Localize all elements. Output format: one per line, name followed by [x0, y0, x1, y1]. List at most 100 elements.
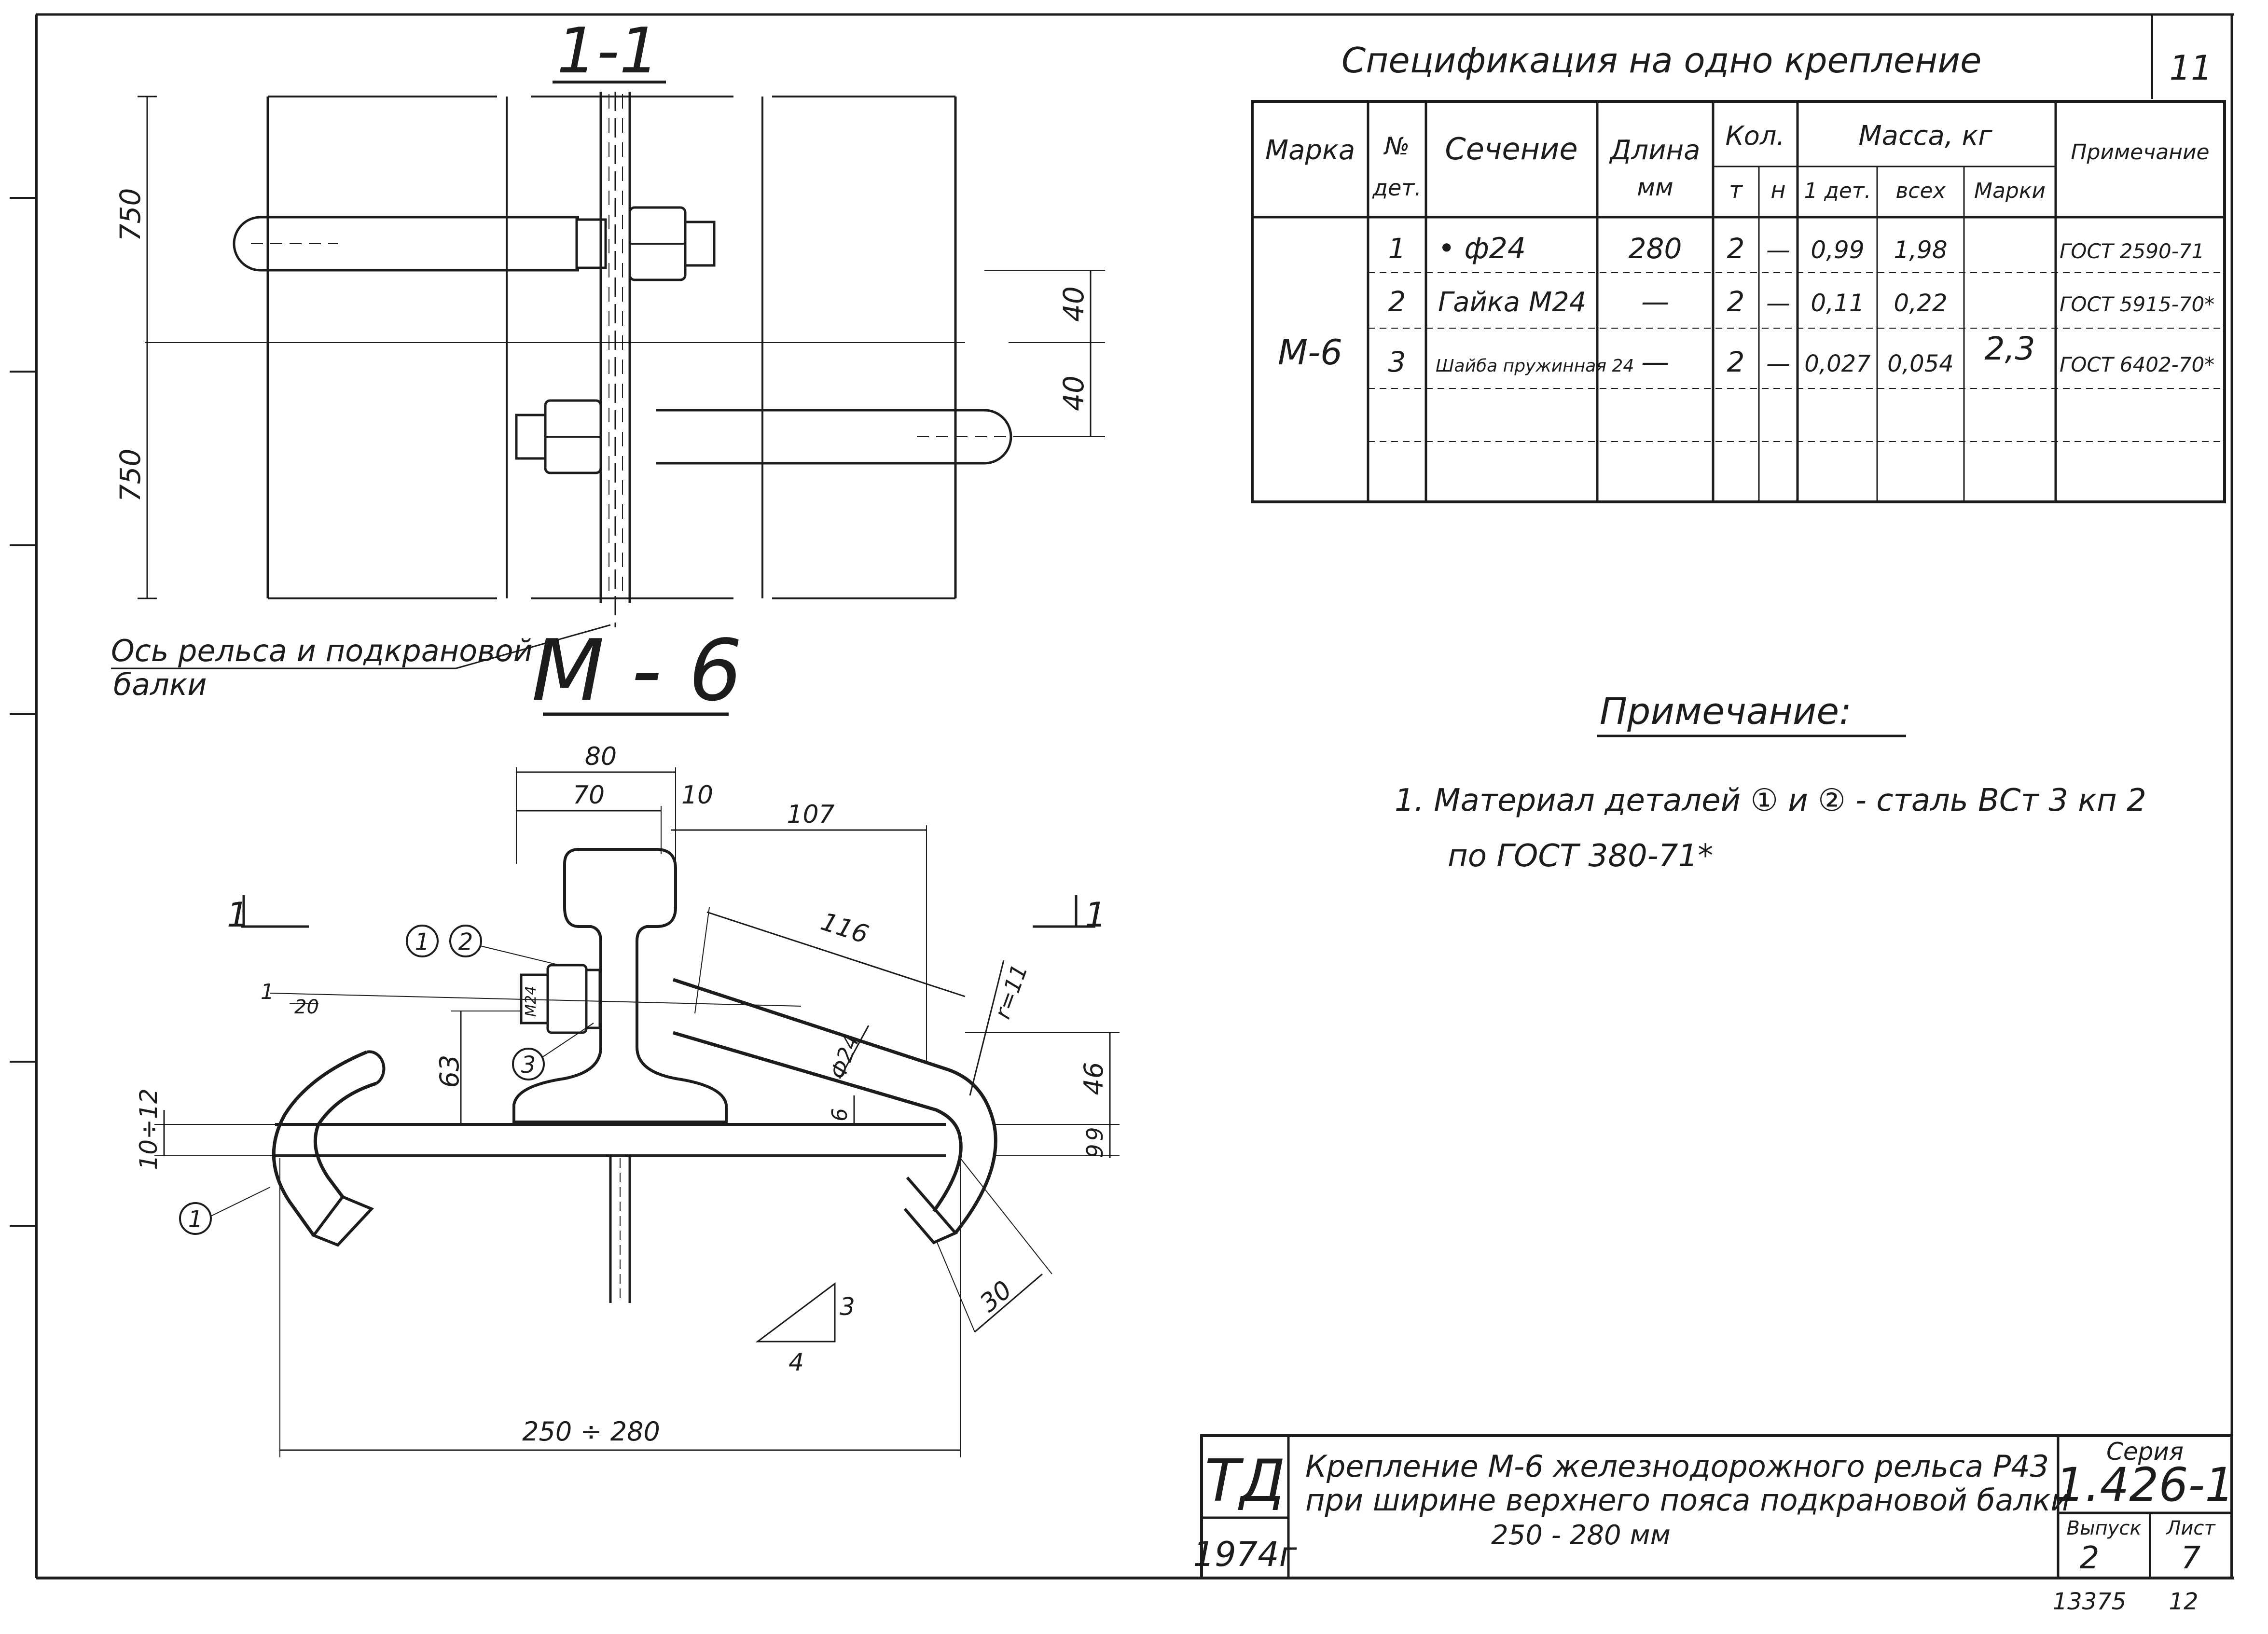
dim-40-bottom: 40: [1057, 375, 1090, 411]
axis-label-line2: балки: [113, 667, 207, 702]
row-2-n: —: [1766, 289, 1790, 317]
dim-phi24: Ф24: [826, 1031, 864, 1082]
marker-1-circle: [406, 925, 439, 957]
marker-3: 3: [521, 1052, 536, 1079]
note-line2: по ГОСТ 380-71*: [1448, 838, 1713, 874]
table-row: 1 • ф24 280 2 — 0,99 1,98 ГОСТ 2590-71: [1388, 232, 2205, 265]
row-3-no: 3: [1388, 346, 1406, 378]
row-3-m1: 0,027: [1804, 350, 1871, 377]
marker-2: 2: [458, 928, 473, 955]
row-2-length: —: [1641, 285, 1669, 318]
stamp-bottom-right: 12: [2169, 1588, 2198, 1615]
row-1-n: —: [1766, 236, 1790, 264]
row-2-note: ГОСТ 5915-70*: [2060, 292, 2214, 316]
hdr-qty: Кол.: [1725, 121, 1784, 151]
section-view-1-1: 1-1: [111, 14, 1105, 702]
hdr-mass-det: 1 дет.: [1804, 179, 1871, 203]
dim-63: 63: [434, 1055, 465, 1088]
row-3-mall: 0,054: [1887, 350, 1953, 377]
sheet-frame: [10, 13, 2234, 1579]
dim-30: 30: [974, 1275, 1017, 1318]
row-2-no: 2: [1388, 285, 1406, 318]
hdr-no-2: дет.: [1372, 175, 1422, 201]
cut-left: 1: [227, 895, 249, 935]
axis-label-line1: Ось рельса и подкрановой: [111, 633, 533, 668]
sheet-label: Лист: [2165, 1517, 2216, 1539]
note-heading: Примечание:: [1600, 690, 1852, 733]
marker-3-circle: [512, 1048, 545, 1080]
org-label: ТД: [1204, 1448, 1285, 1515]
hdr-mass-mark: Марки: [1974, 179, 2046, 203]
dim-9b: 9: [1082, 1144, 1108, 1158]
spec-table: Спецификация на одно крепление Марка № д…: [1251, 40, 2226, 503]
spec-title: Спецификация на одно крепление: [1341, 40, 1981, 81]
row-3-n: —: [1766, 349, 1790, 377]
marker-1b-circle: [179, 1202, 212, 1235]
table-row: 2 Гайка М24 — 2 — 0,11 0,22 ГОСТ 5915-70…: [1388, 285, 2215, 318]
row-2-section: Гайка М24: [1438, 287, 1586, 318]
hdr-length-1: Длина: [1609, 135, 1701, 166]
row-3-t: 2: [1727, 346, 1745, 378]
hdr-marka: Марка: [1265, 135, 1355, 166]
hdr-section: Сечение: [1445, 131, 1577, 166]
issue-label: Выпуск: [2067, 1517, 2142, 1539]
dim-40-top: 40: [1057, 286, 1090, 322]
dim-70: 70: [573, 781, 605, 810]
row-3-length: —: [1641, 346, 1669, 378]
dim-116: 116: [817, 907, 872, 950]
hdr-qty-t: т: [1729, 177, 1743, 204]
hdr-no-1: №: [1383, 132, 1410, 160]
row-1-length: 280: [1629, 232, 1682, 265]
row-3-section: Шайба пружинная 24: [1436, 356, 1634, 376]
spec-mark-mass: 2,3: [1985, 330, 2035, 367]
row-1-no: 1: [1388, 232, 1406, 265]
year-label: 1974г: [1193, 1535, 1298, 1574]
title-line2: при ширине верхнего пояса подкрановой ба…: [1305, 1482, 2070, 1518]
dim-9a: 9: [1082, 1127, 1108, 1141]
series-value: 1.426-1: [2056, 1458, 2235, 1512]
section-title: 1-1: [557, 14, 659, 87]
dim-10: 10: [681, 781, 713, 810]
row-1-t: 2: [1727, 232, 1745, 265]
row-2-mall: 0,22: [1894, 289, 1947, 317]
row-1-section: • ф24: [1438, 232, 1526, 265]
slope-3: 3: [840, 1293, 855, 1321]
cut-right: 1: [1085, 895, 1106, 935]
dim-750-bottom: 750: [114, 449, 147, 502]
dim-6: 6: [828, 1108, 852, 1122]
title-line1: Крепление М-6 железнодорожного рельса Р4…: [1305, 1449, 2049, 1484]
marker-1-lower: 1: [188, 1206, 203, 1233]
marker-2-circle: [449, 925, 482, 957]
marker-1: 1: [415, 928, 430, 955]
note-line1: 1. Материал деталей ① и ② - сталь ВСт 3 …: [1395, 783, 2146, 818]
series-label: Серия: [2106, 1438, 2184, 1466]
slope-4: 4: [788, 1348, 804, 1376]
dim-750-top: 750: [114, 188, 147, 242]
corner-number-text: 11: [2169, 48, 2212, 88]
title-block: ТД 1974г Крепление М-6 железнодорожного …: [1193, 1434, 2235, 1579]
stamp-bottom-left: 13375: [2053, 1588, 2127, 1615]
row-2-t: 2: [1727, 285, 1745, 318]
hdr-note: Примечание: [2071, 140, 2209, 165]
dim-107: 107: [787, 800, 834, 829]
hdr-length-2: мм: [1637, 173, 1673, 201]
main-view-m6: М - 6 М24 80 70 10 1: [135, 622, 1120, 1457]
note-block: Примечание: 1. Материал деталей ① и ② - …: [1395, 690, 2146, 874]
dim-10-12: 10÷12: [135, 1088, 163, 1170]
issue-value: 2: [2080, 1540, 2100, 1576]
dim-250-280: 250 ÷ 280: [522, 1416, 660, 1447]
spec-mark: М-6: [1278, 332, 1342, 373]
corner-sheet-number: 11: [2151, 14, 2213, 99]
row-1-m1: 0,99: [1811, 236, 1864, 264]
row-2-m1: 0,11: [1811, 289, 1864, 317]
dim-20: 20: [294, 996, 319, 1018]
hdr-qty-n: н: [1770, 177, 1785, 204]
row-1-note: ГОСТ 2590-71: [2060, 239, 2204, 263]
title-line3: 250 - 280 мм: [1491, 1520, 1671, 1551]
hdr-mass-all: всех: [1895, 179, 1946, 203]
main-view-title: М - 6: [532, 622, 743, 720]
dim-20-mark: 1: [261, 980, 274, 1004]
sheet-value: 7: [2181, 1540, 2201, 1576]
row-3-note: ГОСТ 6402-70*: [2060, 353, 2214, 376]
